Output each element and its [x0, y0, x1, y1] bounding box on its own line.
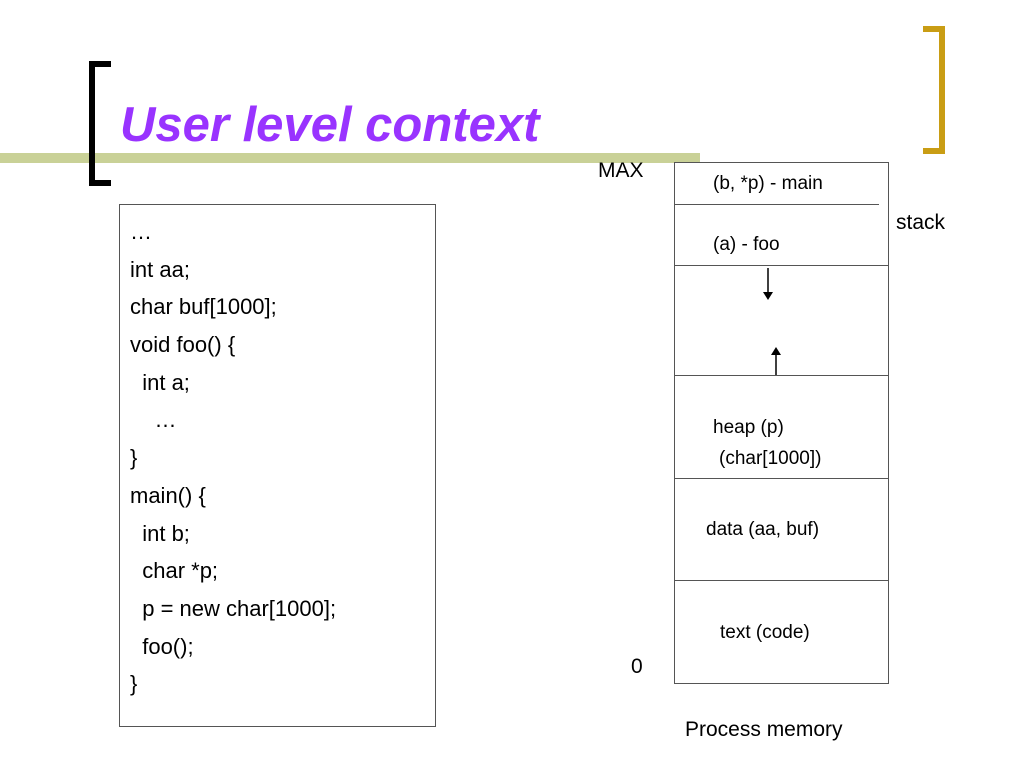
heap-segment-label: heap (p) — [713, 417, 784, 438]
slide-title: User level context — [120, 98, 540, 152]
main-stack-frame-label: (b, *p) - main — [713, 173, 823, 194]
zero-address-label: 0 — [631, 655, 643, 678]
code-line: main() { — [130, 482, 206, 508]
code-line: int a; — [130, 369, 190, 395]
right-bracket-decoration — [923, 26, 945, 154]
code-line: char *p; — [130, 558, 219, 584]
code-line: } — [130, 445, 138, 471]
heap-top-divider — [674, 375, 889, 376]
stack-bottom-divider — [674, 265, 889, 266]
code-line: void foo() { — [130, 332, 236, 358]
data-segment-label: data (aa, buf) — [706, 519, 820, 540]
code-line: char buf[1000]; — [130, 294, 277, 320]
text-segment-label: text (code) — [720, 622, 810, 643]
data-text-divider — [674, 580, 889, 581]
stack-frame-divider — [674, 204, 879, 205]
code-listing: … int aa; char buf[1000]; void foo() { i… — [119, 204, 436, 727]
code-line: foo(); — [130, 633, 194, 659]
foo-stack-frame-label: (a) - foo — [713, 234, 780, 255]
left-bracket-decoration — [89, 61, 111, 186]
code-line: … — [130, 219, 152, 244]
heap-growth-up-arrow-icon — [771, 347, 781, 375]
max-address-label: MAX — [598, 159, 644, 182]
process-memory-diagram — [674, 162, 889, 684]
code-line: p = new char[1000]; — [130, 595, 337, 621]
stack-growth-down-arrow-icon — [763, 268, 773, 300]
process-memory-caption: Process memory — [685, 718, 843, 741]
heap-segment-sublabel: (char[1000]) — [719, 448, 822, 469]
stack-label: stack — [896, 211, 946, 234]
code-line: int aa; — [130, 256, 190, 282]
title-underline-bar — [0, 153, 700, 163]
code-line: … — [130, 407, 177, 433]
code-line: } — [130, 671, 138, 697]
heap-data-divider — [674, 478, 889, 479]
code-line: int b; — [130, 520, 190, 546]
